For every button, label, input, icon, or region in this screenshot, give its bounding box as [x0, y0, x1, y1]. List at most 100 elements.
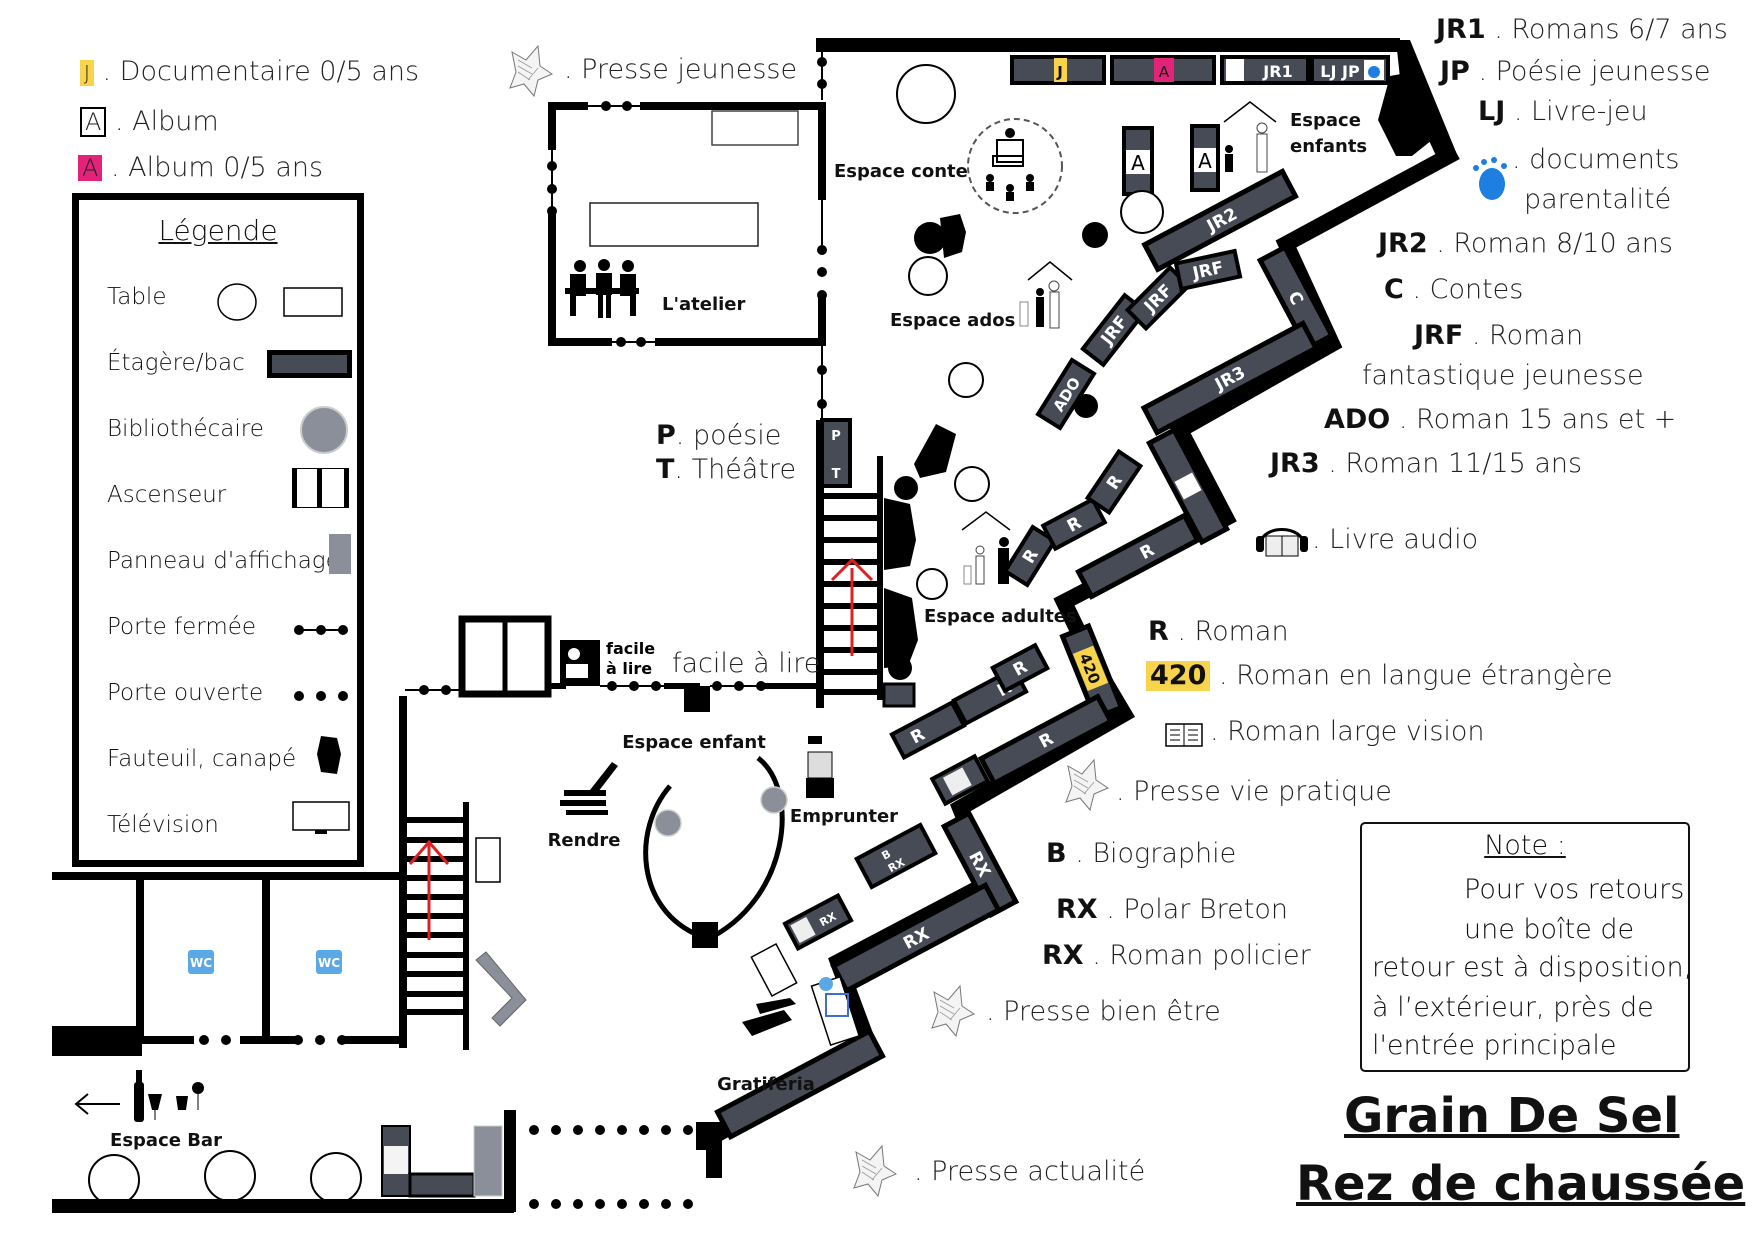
newspaper-icon: [853, 1145, 897, 1197]
area-label-espace-bar: Espace Bar: [110, 1130, 222, 1151]
legend-item-armchair: Fauteuil, canapé: [107, 746, 297, 772]
area-label-gratiferia: Gratiferia: [717, 1074, 815, 1095]
table-round: [954, 466, 990, 502]
television-icon: [750, 942, 798, 998]
shelf-rx: RX: [940, 809, 1020, 919]
armchair-icon: [914, 222, 946, 254]
key-presse-vie-pratique: . Presse vie pratique: [1116, 776, 1392, 807]
notice-board-icon: [473, 1125, 503, 1197]
notice-board-icon: [475, 951, 527, 1027]
legend-item-closed-door: Porte fermée: [107, 614, 257, 640]
shelf-r: R: [1084, 448, 1144, 516]
return-books-icon: [560, 762, 618, 815]
key-jrf: JRF . Roman: [1414, 320, 1584, 351]
key-lj: LJ . Livre-jeu: [1478, 96, 1648, 127]
key-jr2: JR2 . Roman 8/10 ans: [1378, 228, 1673, 259]
borrow-icon: [806, 736, 834, 798]
legend-item-librarian: Bibliothécaire: [107, 416, 264, 442]
shelf-r: R: [1040, 496, 1108, 552]
shelf-label-j: J: [1056, 63, 1063, 81]
legend-item-notice-board: Panneau d'affichage: [107, 548, 340, 574]
key-biographie: B . Biographie: [1046, 838, 1237, 869]
legend-item-table: Table: [107, 284, 167, 310]
album-shelves: A A: [1120, 124, 1220, 234]
staircase: [816, 420, 883, 708]
page-title: Grain De Sel: [1344, 1088, 1680, 1144]
key-roman-policier: RX . Roman policier: [1042, 940, 1311, 971]
left-walls: [52, 802, 527, 1056]
closed-door-icon: [294, 625, 348, 635]
legend-item-open-door: Porte ouverte: [107, 680, 264, 706]
note-title: Note :: [1484, 830, 1566, 861]
area-label-espace-conte: Espace conte: [834, 161, 968, 182]
shelf-jr2: JR2: [1141, 168, 1299, 273]
shelf-label-a: A: [1131, 151, 1145, 175]
shelf-r: R: [1075, 512, 1201, 600]
librarian-icon: [760, 786, 788, 814]
shelf-c: C: [1256, 243, 1336, 353]
legend-title: Légende: [158, 214, 278, 247]
open-door-icon: [294, 691, 348, 701]
key-livre-audio: . Livre audio: [1312, 524, 1479, 555]
note-line: une boîte de: [1464, 914, 1635, 945]
atelier-room: L'atelier: [547, 101, 827, 347]
atelier-table-large: [589, 202, 759, 247]
newspaper-icon: [1065, 759, 1109, 811]
key-theatre: T. Théâtre: [656, 454, 797, 485]
armchair-icon: [1082, 222, 1108, 248]
key-large-vision: . Roman large vision: [1210, 716, 1485, 747]
wc-icon: WC: [188, 950, 214, 974]
shelf-r: R: [977, 693, 1115, 787]
badge-a-pink: A: [78, 155, 103, 181]
shelf-jr3: JR3: [1140, 320, 1320, 436]
note-line: à l’extérieur, près de: [1372, 992, 1654, 1023]
television-icon: [882, 682, 916, 708]
shelf-vie-pratique: [929, 753, 991, 807]
key-poesie: P. poésie: [656, 420, 782, 451]
area-label-espace-enfants: enfants: [1290, 136, 1367, 157]
armchair-icon: [888, 656, 912, 680]
area-label-atelier: L'atelier: [662, 294, 745, 315]
atelier-table-small: [711, 110, 799, 146]
key-presse-jeunesse: . Presse jeunesse: [564, 54, 798, 85]
page-subtitle: Rez de chaussée: [1296, 1156, 1746, 1212]
table-round: [204, 1150, 256, 1202]
shelf-label-lj-jp: LJ JP: [1320, 62, 1360, 81]
workshop-people-icon: [565, 259, 639, 318]
wc-icon: WC: [316, 950, 342, 974]
svg-text:WC: WC: [318, 956, 340, 970]
key-presse-actualite: . Presse actualité: [914, 1156, 1146, 1187]
large-print-book-icon: [1165, 723, 1203, 747]
key-parentalite-2: parentalité: [1524, 184, 1672, 215]
area-label-rendre: Rendre: [548, 830, 621, 851]
badge-j: J: [80, 60, 94, 86]
top-shelves: J A JR1 LJ JP: [1010, 55, 1390, 85]
key-jrf-2: fantastique jeunesse: [1362, 360, 1644, 391]
television-icon: [292, 801, 350, 834]
table-round: [896, 64, 956, 124]
up-arrow-icon: [408, 839, 450, 865]
armchair-icon: [894, 476, 918, 500]
television-icon: [475, 837, 501, 883]
accessibility-icon: [819, 977, 833, 991]
handprint-icon: [1473, 157, 1507, 200]
armchair-icon: [914, 424, 956, 478]
armchair-icon: [1074, 394, 1098, 418]
shelf-jrf: JRF: [1173, 248, 1243, 292]
key-parentalite: . documents: [1512, 144, 1680, 175]
note-line: retour est à disposition,: [1372, 952, 1693, 983]
armchair-icon: [317, 736, 341, 774]
badge-a: A: [80, 107, 107, 138]
shelf-bottom: [714, 1027, 886, 1141]
legend: Légende Table Étagère/bac Bibliothécaire…: [72, 193, 364, 867]
key-r: R . Roman: [1148, 616, 1289, 647]
accessibility-icon: [825, 993, 849, 1017]
table-round: [310, 1152, 362, 1204]
key-c: C . Contes: [1384, 274, 1524, 305]
shelf-rx: RX: [782, 892, 854, 952]
librarian-icon: [300, 406, 348, 454]
notice-board-icon: [329, 534, 351, 574]
shelf-r: R: [1002, 524, 1058, 588]
table-round: [916, 568, 948, 600]
